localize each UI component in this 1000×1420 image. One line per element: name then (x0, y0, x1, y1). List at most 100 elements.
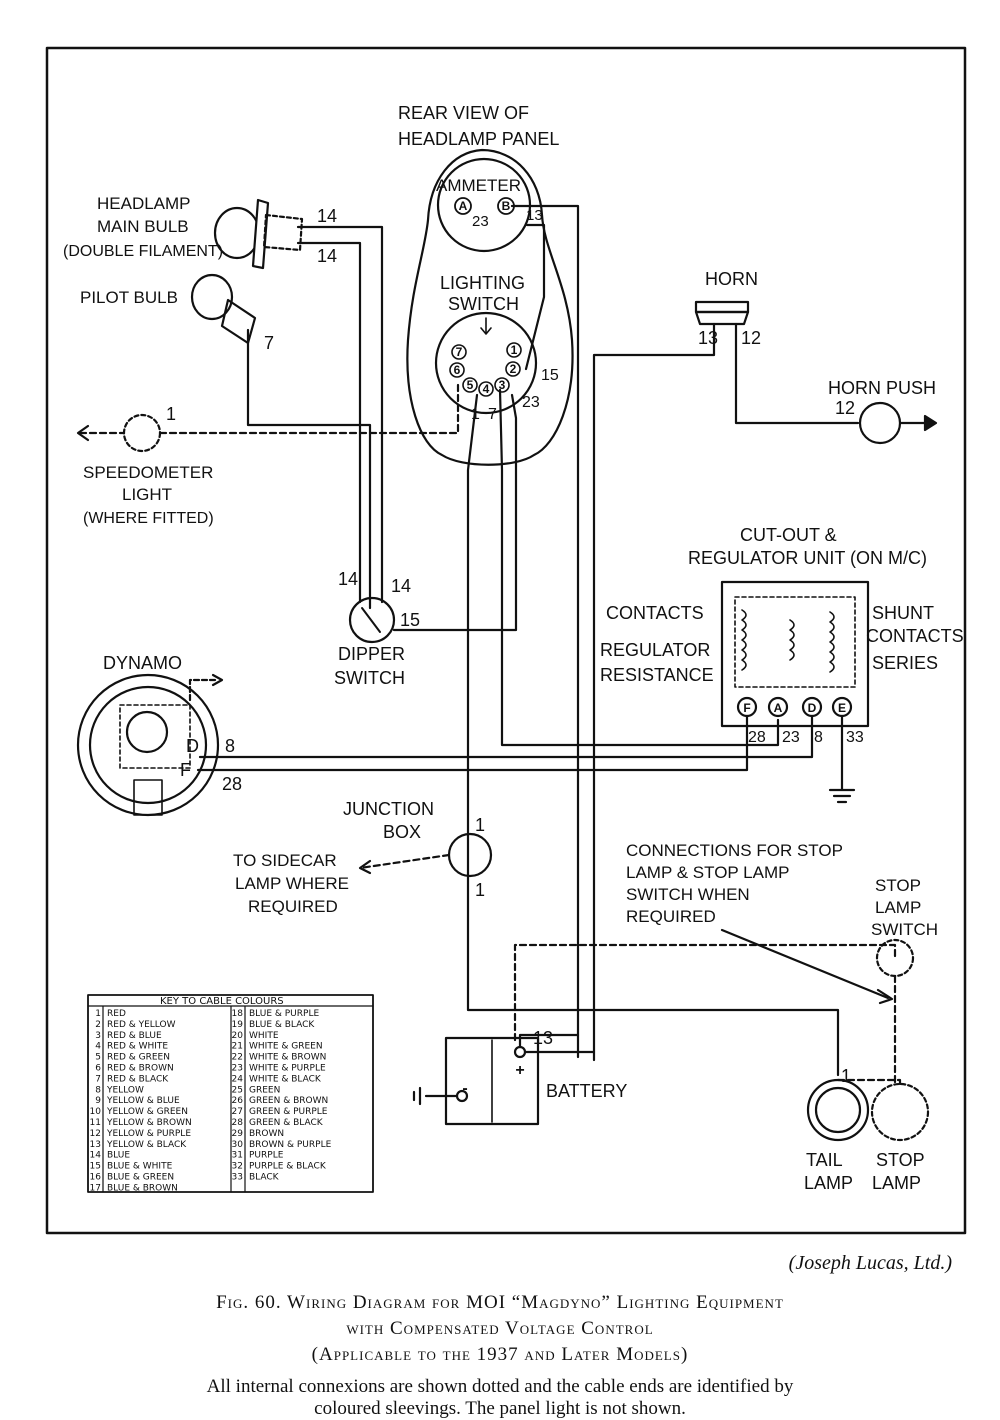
series-label: SERIES (872, 653, 938, 673)
key-colour: RED (107, 1009, 126, 1019)
figure-caption-line3: (Applicable to the 1937 and Later Models… (311, 1344, 689, 1365)
wire-number: 28 (222, 774, 242, 794)
key-number: 4 (95, 1042, 101, 1052)
lighting-switch-label-1: LIGHTING (440, 273, 525, 293)
stop-connections-label-2: LAMP & STOP LAMP (626, 863, 789, 882)
wire-number: 1 (841, 1066, 851, 1086)
key-colour: WHITE & BLACK (249, 1074, 322, 1084)
key-colour: YELLOW & BLUE (106, 1096, 180, 1106)
wire-number: 23 (522, 394, 540, 411)
key-number: 22 (232, 1053, 243, 1063)
key-number: 5 (95, 1053, 101, 1063)
sidecar-label-1: TO SIDECAR (233, 851, 337, 870)
key-number: 33 (232, 1173, 243, 1183)
battery-positive: + (515, 1062, 524, 1079)
contacts-right-label: CONTACTS (866, 626, 964, 646)
pilot-bulb-label: PILOT BULB (80, 288, 178, 307)
diagram-frame (45, 46, 967, 1235)
regulator-unit (720, 580, 870, 728)
key-colour: YELLOW & BLACK (106, 1140, 187, 1150)
key-number: 32 (232, 1162, 243, 1172)
key-number: 13 (90, 1140, 101, 1150)
wire-number: 33 (846, 729, 864, 746)
key-colour: RED & YELLOW (107, 1020, 176, 1030)
shunt-label: SHUNT (872, 603, 934, 623)
wire-number: 1 (471, 406, 480, 423)
key-colour: BLUE & GREEN (107, 1173, 174, 1183)
key-number: 1 (95, 1009, 101, 1019)
key-number: 14 (90, 1151, 102, 1161)
switch-terminal-1: 1 (511, 343, 518, 357)
key-colour: BLUE & BROWN (107, 1183, 178, 1193)
sidecar-label-3: REQUIRED (248, 897, 338, 916)
switch-terminal-3: 3 (499, 378, 506, 392)
key-colour: BROWN (249, 1129, 284, 1139)
key-number: 25 (232, 1085, 243, 1095)
stop-lamp-label-1: STOP (876, 1150, 925, 1170)
ammeter-terminal-a: A (459, 199, 468, 213)
wire-number: 1 (475, 880, 485, 900)
junction-box-label-2: BOX (383, 822, 421, 842)
stop-connections-label-3: SWITCH WHEN (626, 885, 750, 904)
horn-push-label: HORN PUSH (828, 378, 936, 398)
regulator-terminal-e: E (838, 701, 846, 715)
key-colour: RED & WHITE (107, 1042, 168, 1052)
key-colour: BLUE & BLACK (249, 1020, 315, 1030)
key-number: 28 (232, 1118, 244, 1128)
key-number: 15 (90, 1162, 101, 1172)
key-colour: BROWN & PURPLE (249, 1140, 332, 1150)
switch-terminal-4: 4 (483, 382, 490, 396)
pilot-bulb (190, 273, 234, 321)
wire-number: 7 (264, 333, 274, 353)
key-number: 26 (232, 1096, 244, 1106)
stop-connections-label-4: REQUIRED (626, 907, 716, 926)
key-colour: GREEN & PURPLE (249, 1107, 328, 1117)
wire-number: 12 (835, 398, 855, 418)
speedometer-label-1: SPEEDOMETER (83, 463, 213, 482)
wire-number: 1 (475, 815, 485, 835)
key-colour: YELLOW & GREEN (106, 1107, 188, 1117)
wire-number: 8 (225, 736, 235, 756)
key-number: 17 (90, 1183, 101, 1193)
figure-caption-line1: Fig. 60. Wiring Diagram for MOI “Magdyno… (216, 1292, 784, 1313)
ammeter-label: AMMETER (436, 176, 521, 195)
horn-push (858, 401, 902, 445)
key-number: 29 (232, 1129, 244, 1139)
panel-title-line1: REAR VIEW OF (398, 103, 529, 123)
wire-number: 13 (533, 1028, 553, 1048)
key-colour: BLACK (249, 1173, 280, 1183)
wire-number: 7 (488, 406, 497, 423)
switch-terminal-6: 6 (454, 363, 461, 377)
wire-number: 13 (698, 328, 718, 348)
switch-terminal-7: 7 (456, 345, 463, 359)
tail-lamp-label-1: TAIL (806, 1150, 843, 1170)
image-credit: (Joseph Lucas, Ltd.) (788, 1252, 952, 1274)
key-number: 12 (90, 1129, 101, 1139)
lighting-switch (434, 311, 538, 415)
sidecar-label-2: LAMP WHERE (235, 874, 349, 893)
speedometer-light (122, 413, 162, 453)
key-colour: RED & BROWN (107, 1064, 174, 1074)
key-number: 31 (232, 1151, 243, 1161)
dynamo-terminal-d: D (186, 736, 199, 756)
key-number: 21 (232, 1042, 243, 1052)
key-colour: GREEN (249, 1085, 280, 1095)
key-number: 16 (90, 1173, 102, 1183)
wire-number: 12 (741, 328, 761, 348)
switch-terminal-2: 2 (510, 362, 517, 376)
regulator-title-2: REGULATOR UNIT (ON M/C) (688, 548, 927, 568)
key-colour: WHITE & PURPLE (249, 1064, 326, 1074)
stop-lamp (870, 1082, 930, 1142)
speedometer-label-3: (WHERE FITTED) (83, 510, 214, 527)
key-colour: WHITE & BROWN (249, 1053, 326, 1063)
dynamo-terminal-f: F (180, 760, 191, 780)
contacts-left-label: CONTACTS (606, 603, 704, 623)
figure-note-line2: coloured sleevings. The panel light is n… (314, 1398, 686, 1419)
stop-lamp-switch-label-1: STOP (875, 876, 921, 895)
key-number: 10 (90, 1107, 102, 1117)
regulator-terminal-a: A (774, 701, 783, 715)
key-colour: RED & GREEN (107, 1053, 170, 1063)
headlamp-label-2: MAIN BULB (97, 217, 189, 236)
